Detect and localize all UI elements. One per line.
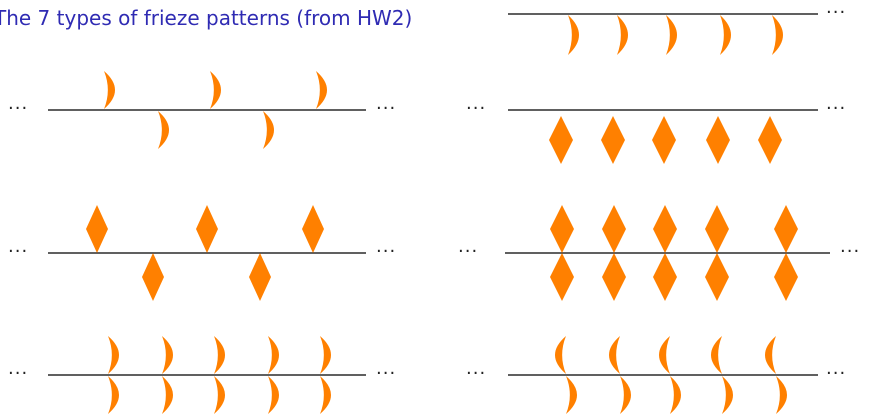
diamond-motif [550, 253, 574, 301]
diamond-motif [602, 205, 626, 253]
diamond-motif [302, 205, 324, 253]
crescent-motif [158, 111, 169, 149]
frieze-pattern-4 [48, 205, 366, 301]
diamond-motif [774, 205, 798, 253]
ellipsis-right: ··· [840, 241, 861, 262]
diamond-motif [705, 253, 729, 301]
diamond-motif [653, 205, 677, 253]
crescent-motif [210, 71, 221, 109]
page-title: The 7 types of frieze patterns (from HW2… [0, 6, 413, 30]
crescent-motif [162, 336, 173, 374]
diamond-motif [653, 253, 677, 301]
crescent-motif [268, 376, 279, 414]
ellipsis-left: ··· [466, 98, 487, 119]
diamond-motif [196, 205, 218, 253]
ellipsis-right: ··· [376, 98, 397, 119]
diamond-motif [705, 205, 729, 253]
diamond-motif [706, 116, 730, 164]
diamond-motif [86, 205, 108, 253]
crescent-motif [620, 376, 631, 414]
crescent-motif [720, 15, 731, 55]
crescent-motif [659, 336, 670, 374]
crescent-motif [722, 376, 733, 414]
crescent-motif [263, 111, 274, 149]
crescent-motif [104, 71, 115, 109]
ellipsis-left: ··· [466, 363, 487, 384]
diamond-motif [601, 116, 625, 164]
ellipsis-right: ··· [826, 2, 847, 23]
ellipsis-right: ··· [376, 241, 397, 262]
ellipsis-left: ··· [8, 98, 29, 119]
crescent-motif [108, 336, 119, 374]
crescent-motif [268, 336, 279, 374]
diamond-motif [249, 253, 271, 301]
ellipsis-left: ··· [8, 363, 29, 384]
crescent-motif [214, 336, 225, 374]
crescent-motif [316, 71, 327, 109]
diamond-motif [142, 253, 164, 301]
crescent-motif [670, 376, 681, 414]
frieze-pattern-5 [505, 205, 830, 301]
frieze-pattern-1 [508, 13, 818, 55]
ellipsis-left: ··· [8, 241, 29, 262]
crescent-motif [617, 15, 628, 55]
crescent-motif [320, 376, 331, 414]
diamond-motif [758, 116, 782, 164]
crescent-motif [214, 376, 225, 414]
crescent-motif [320, 336, 331, 374]
crescent-motif [772, 15, 783, 55]
frieze-pattern-2 [48, 71, 366, 149]
crescent-motif [555, 336, 566, 374]
frieze-pattern-3 [508, 109, 818, 164]
diamond-motif [652, 116, 676, 164]
ellipsis-right: ··· [826, 98, 847, 119]
crescent-motif [765, 336, 776, 374]
diamond-motif [549, 116, 573, 164]
ellipsis-left: ··· [458, 241, 479, 262]
frieze-pattern-7 [508, 336, 818, 414]
diamond-motif [774, 253, 798, 301]
crescent-motif [568, 15, 579, 55]
ellipsis-right: ··· [826, 363, 847, 384]
crescent-motif [711, 336, 722, 374]
ellipsis-right: ··· [376, 363, 397, 384]
crescent-motif [666, 15, 677, 55]
crescent-motif [108, 376, 119, 414]
crescent-motif [609, 336, 620, 374]
crescent-motif [566, 376, 577, 414]
crescent-motif [776, 376, 787, 414]
crescent-motif [162, 376, 173, 414]
diamond-motif [602, 253, 626, 301]
frieze-pattern-6 [48, 336, 366, 414]
diamond-motif [550, 205, 574, 253]
